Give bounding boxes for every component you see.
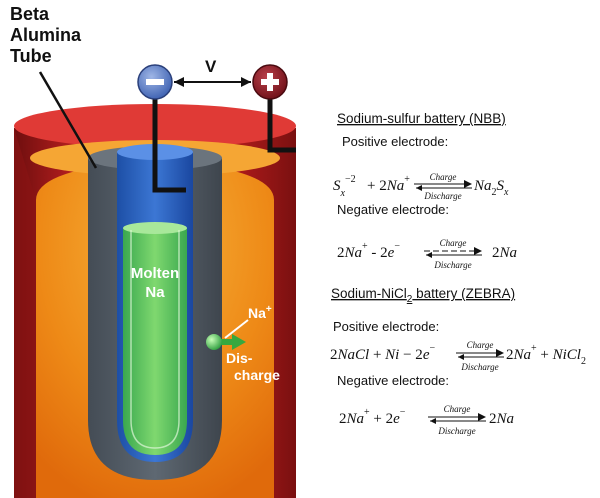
zebra-title: Sodium-NiCl2 battery (ZEBRA) [331,286,515,305]
nbb-neg-discharge-label: Discharge [433,260,471,270]
nbb-pos-discharge-head [416,185,422,191]
nbb-pos-discharge-label: Discharge [423,191,461,201]
equations-panel: Sodium-sulfur battery (NBB) Positive ele… [330,111,586,436]
nbb-negative-heading: Negative electrode: [337,202,449,217]
svg-text:2Na: 2Na [492,245,517,261]
svg-text:+ 2Na+: + 2Na+ [367,174,410,194]
sodium-ion-icon [206,334,222,350]
svg-text:2Na+ + 2e−: 2Na+ + 2e− [339,407,406,427]
voltage-arrow-right [241,77,251,87]
ion-label: Na+ [248,304,272,321]
zebra-positive-heading: Positive electrode: [333,319,439,334]
cut-face-left [14,128,36,498]
svg-text:Sx−2: Sx−2 [333,174,356,199]
nbb-negative-equation: 2Na+ - 2e− Charge Discharge 2Na [337,238,517,270]
zebra-positive-equation: 2NaCl + Ni − 2e− Charge Discharge 2Na+ +… [330,340,586,372]
svg-text:2NaCl + Ni − 2e−: 2NaCl + Ni − 2e− [330,343,435,363]
zebra-pos-discharge-label: Discharge [460,362,498,372]
nbb-title: Sodium-sulfur battery (NBB) [337,111,506,126]
discharge-label-line1: Dis- [226,350,253,366]
svg-text:2Na+ + NiCl2: 2Na+ + NiCl2 [506,343,586,367]
tube-pointer-line [38,71,98,169]
voltage-arrow-left [174,77,184,87]
nbb-neg-discharge-head [426,252,432,258]
voltage-label: V [205,57,217,76]
tube-label-line2: Alumina [10,25,82,45]
positive-wire [267,98,296,153]
zebra-pos-charge-label: Charge [467,340,494,350]
sodium-surface [123,222,187,234]
negative-wire [152,98,186,193]
nbb-pos-charge-label: Charge [430,172,457,182]
discharge-label-line2: charge [234,367,280,383]
tube-label-line3: Tube [10,46,52,66]
tube-label-line1: Beta [10,4,50,24]
nbb-neg-charge-label: Charge [440,238,467,248]
sodium-inner-line [130,230,180,449]
molten-sodium [123,228,187,455]
molten-label-line2: Na [145,284,165,301]
zebra-negative-heading: Negative electrode: [337,373,449,388]
ion-pointer [224,319,249,339]
molten-label-line1: Molten [131,265,179,282]
zebra-pos-discharge-head [458,354,464,360]
discharge-arrow-head [232,334,246,350]
zebra-negative-equation: 2Na+ + 2e− Charge Discharge 2Na [339,404,514,436]
zebra-neg-charge-label: Charge [444,404,471,414]
svg-text:2Na+ - 2e−: 2Na+ - 2e− [337,241,400,261]
minus-symbol [146,79,164,85]
svg-text:Na2Sx: Na2Sx [473,178,509,198]
zebra-neg-discharge-label: Discharge [437,426,475,436]
plus-symbol-v [267,73,273,91]
zebra-neg-discharge-head [430,418,436,424]
svg-text:2Na: 2Na [489,411,514,427]
nbb-positive-equation: Sx−2 + 2Na+ Charge Discharge Na2Sx [333,172,509,201]
nbb-positive-heading: Positive electrode: [342,134,448,149]
